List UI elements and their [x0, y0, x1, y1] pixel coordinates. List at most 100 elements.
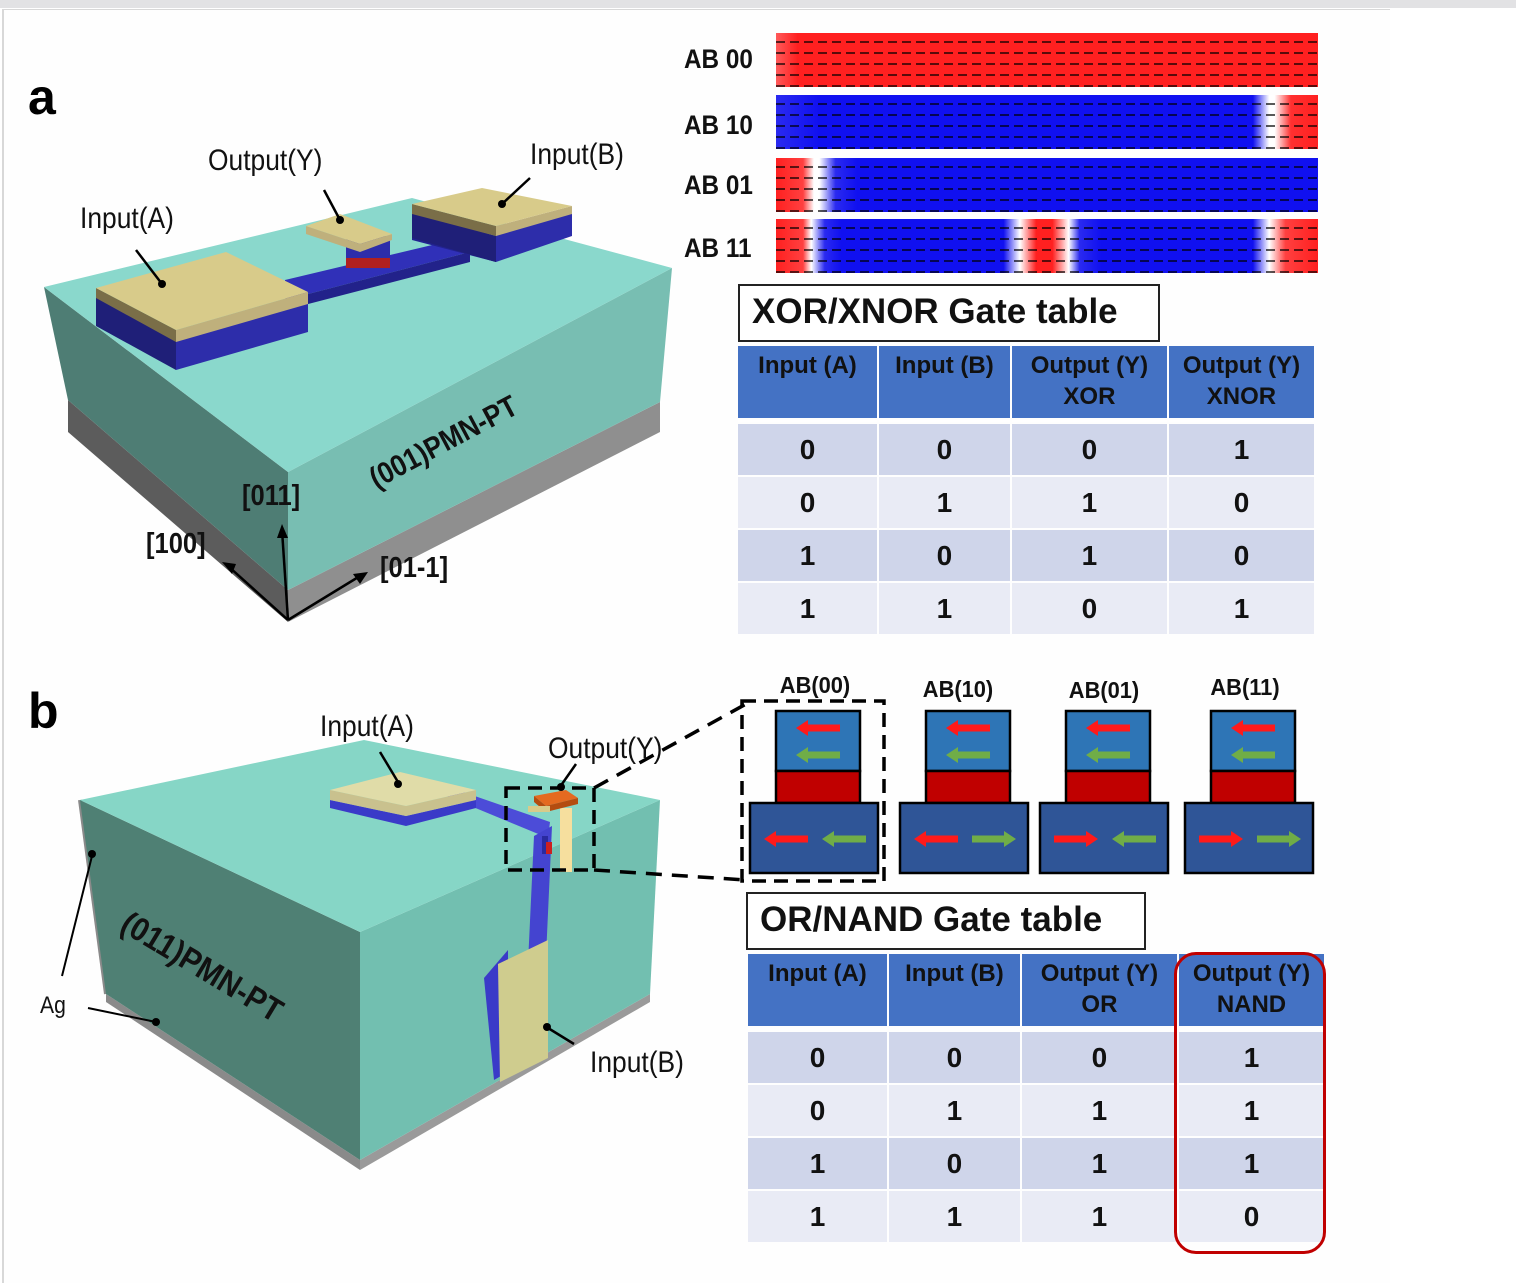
spacer-layer — [924, 769, 1012, 805]
cell: 1 — [1021, 1191, 1177, 1242]
label-input-a: Input(A) — [80, 202, 174, 235]
header-input-b: Input (B) — [878, 346, 1010, 418]
table-header-row: Input (A) Input (B) Output (Y)XOR Output… — [738, 346, 1314, 418]
sim-strip-ab00 — [776, 33, 1318, 87]
label-ag: Ag — [40, 992, 66, 1019]
leader-dot — [152, 1018, 160, 1026]
output-electrode-top — [306, 214, 392, 244]
spacer-layer — [1064, 769, 1152, 805]
magnetization-arrow-left — [1231, 747, 1275, 763]
cell: 0 — [878, 424, 1010, 475]
axis-label-01-1: [01-1] — [380, 552, 449, 584]
spacer-layer — [774, 769, 862, 805]
table-row: 1 1 1 0 — [748, 1191, 1324, 1242]
table-row: 1 0 1 0 — [738, 530, 1314, 581]
input-b-pad-gold-front — [496, 206, 572, 236]
cell: 1 — [878, 477, 1010, 528]
magnetization-arrow-left — [1231, 720, 1275, 736]
axis-right-arrow — [287, 574, 361, 622]
sim-label-ab00: AB 00 — [684, 44, 753, 74]
table-row: 1 1 0 1 — [738, 583, 1314, 634]
table-row: 1 0 1 1 — [748, 1138, 1324, 1189]
sim-label-ab10: AB 10 — [684, 110, 753, 140]
cell: 0 — [1168, 530, 1314, 581]
window-top-bar — [0, 0, 1516, 8]
axis-left-arrow — [227, 565, 289, 621]
label-input-b: Input(B) — [530, 138, 624, 171]
state-label-ab01: AB(01) — [1068, 677, 1140, 703]
output-cap — [528, 806, 550, 812]
cell: 1 — [1168, 424, 1314, 475]
magnetization-arrow-right — [972, 831, 1016, 847]
label-input-a-b: Input(A) — [320, 710, 414, 743]
input-b-pad-gold-left — [412, 204, 496, 236]
cell: 1 — [738, 530, 877, 581]
magnetization-arrows — [776, 33, 1318, 87]
table-header-row: Input (A) Input (B) Output (Y)OR Output … — [748, 954, 1324, 1026]
or-nand-table-title: OR/NAND Gate table — [746, 892, 1146, 950]
leader-input-b — [501, 177, 531, 205]
magnetization-arrow-left — [764, 831, 808, 847]
cell: 0 — [1168, 477, 1314, 528]
input-b-pad-blue-left — [412, 212, 496, 262]
free-layer — [924, 709, 1012, 773]
sim-strip-ab10 — [776, 95, 1318, 149]
input-a-pad-gold-right — [176, 292, 308, 342]
cell: 1 — [1178, 1138, 1324, 1189]
cell: 1 — [888, 1085, 1020, 1136]
cell: 1 — [1011, 477, 1167, 528]
input-a-pad-side-left — [96, 296, 176, 370]
substrate-left-face — [44, 287, 288, 590]
magnetization-arrow-right — [1199, 831, 1243, 847]
leader-output-y — [322, 189, 342, 221]
panel-a-device-illustration — [44, 177, 672, 622]
header-input-b: Input (B) — [888, 954, 1020, 1026]
leader-dot — [158, 280, 166, 288]
header-output-xor: Output (Y)XOR — [1011, 346, 1167, 418]
spacer-layer — [1209, 769, 1297, 805]
input-a-pad-blue — [330, 800, 476, 826]
label-input-b-b: Input(B) — [590, 1046, 684, 1079]
substrate-left-face — [80, 800, 360, 1160]
table-row: 0 0 0 1 — [738, 424, 1314, 475]
output-electrode-side — [306, 226, 392, 252]
cell: 0 — [878, 530, 1010, 581]
or-nand-table: Input (A) Input (B) Output (Y)OR Output … — [746, 952, 1326, 1244]
magnetic-wire-side — [285, 252, 470, 310]
cell: 1 — [748, 1138, 887, 1189]
table-row: 0 1 1 1 — [748, 1085, 1324, 1136]
axis-vertical-arrow — [280, 529, 290, 621]
cell: 0 — [1011, 424, 1167, 475]
leader-ag-bottom — [87, 1007, 157, 1023]
cell: 1 — [1021, 1085, 1177, 1136]
cell: 0 — [1021, 1032, 1177, 1083]
header-input-a: Input (A) — [738, 346, 877, 418]
output-pillar-red — [346, 258, 390, 268]
cell: 0 — [1178, 1191, 1324, 1242]
cell: 0 — [748, 1032, 887, 1083]
output-side-pillar — [560, 808, 572, 872]
ag-bottom-layer-right — [288, 402, 660, 622]
state-label-ab10: AB(10) — [922, 676, 994, 702]
free-layer — [1064, 709, 1152, 773]
ag-layer-right — [360, 994, 650, 1170]
label-output-y: Output(Y) — [208, 144, 323, 177]
input-b-pad-blue-front — [496, 208, 572, 262]
magnetization-arrow-right — [1054, 831, 1098, 847]
magnetization-arrow-left — [1086, 747, 1130, 763]
axis-label-011: [011] — [242, 480, 301, 512]
nand-column-highlight — [1174, 952, 1326, 1254]
free-layer — [774, 709, 862, 773]
output-magnet-blue — [542, 836, 548, 854]
output-magnet-red — [546, 842, 552, 854]
sim-strip-ab01 — [776, 158, 1318, 212]
cell: 1 — [1168, 583, 1314, 634]
ag-layer-left — [106, 994, 360, 1170]
panel-b-device-illustration — [61, 702, 747, 1170]
state-label-ab00: AB(00) — [779, 672, 851, 698]
input-a-pad-side-right — [176, 302, 308, 370]
leader-dot — [394, 780, 402, 788]
cell: 0 — [888, 1032, 1020, 1083]
magnetization-arrow-left — [796, 720, 840, 736]
cell: 1 — [878, 583, 1010, 634]
